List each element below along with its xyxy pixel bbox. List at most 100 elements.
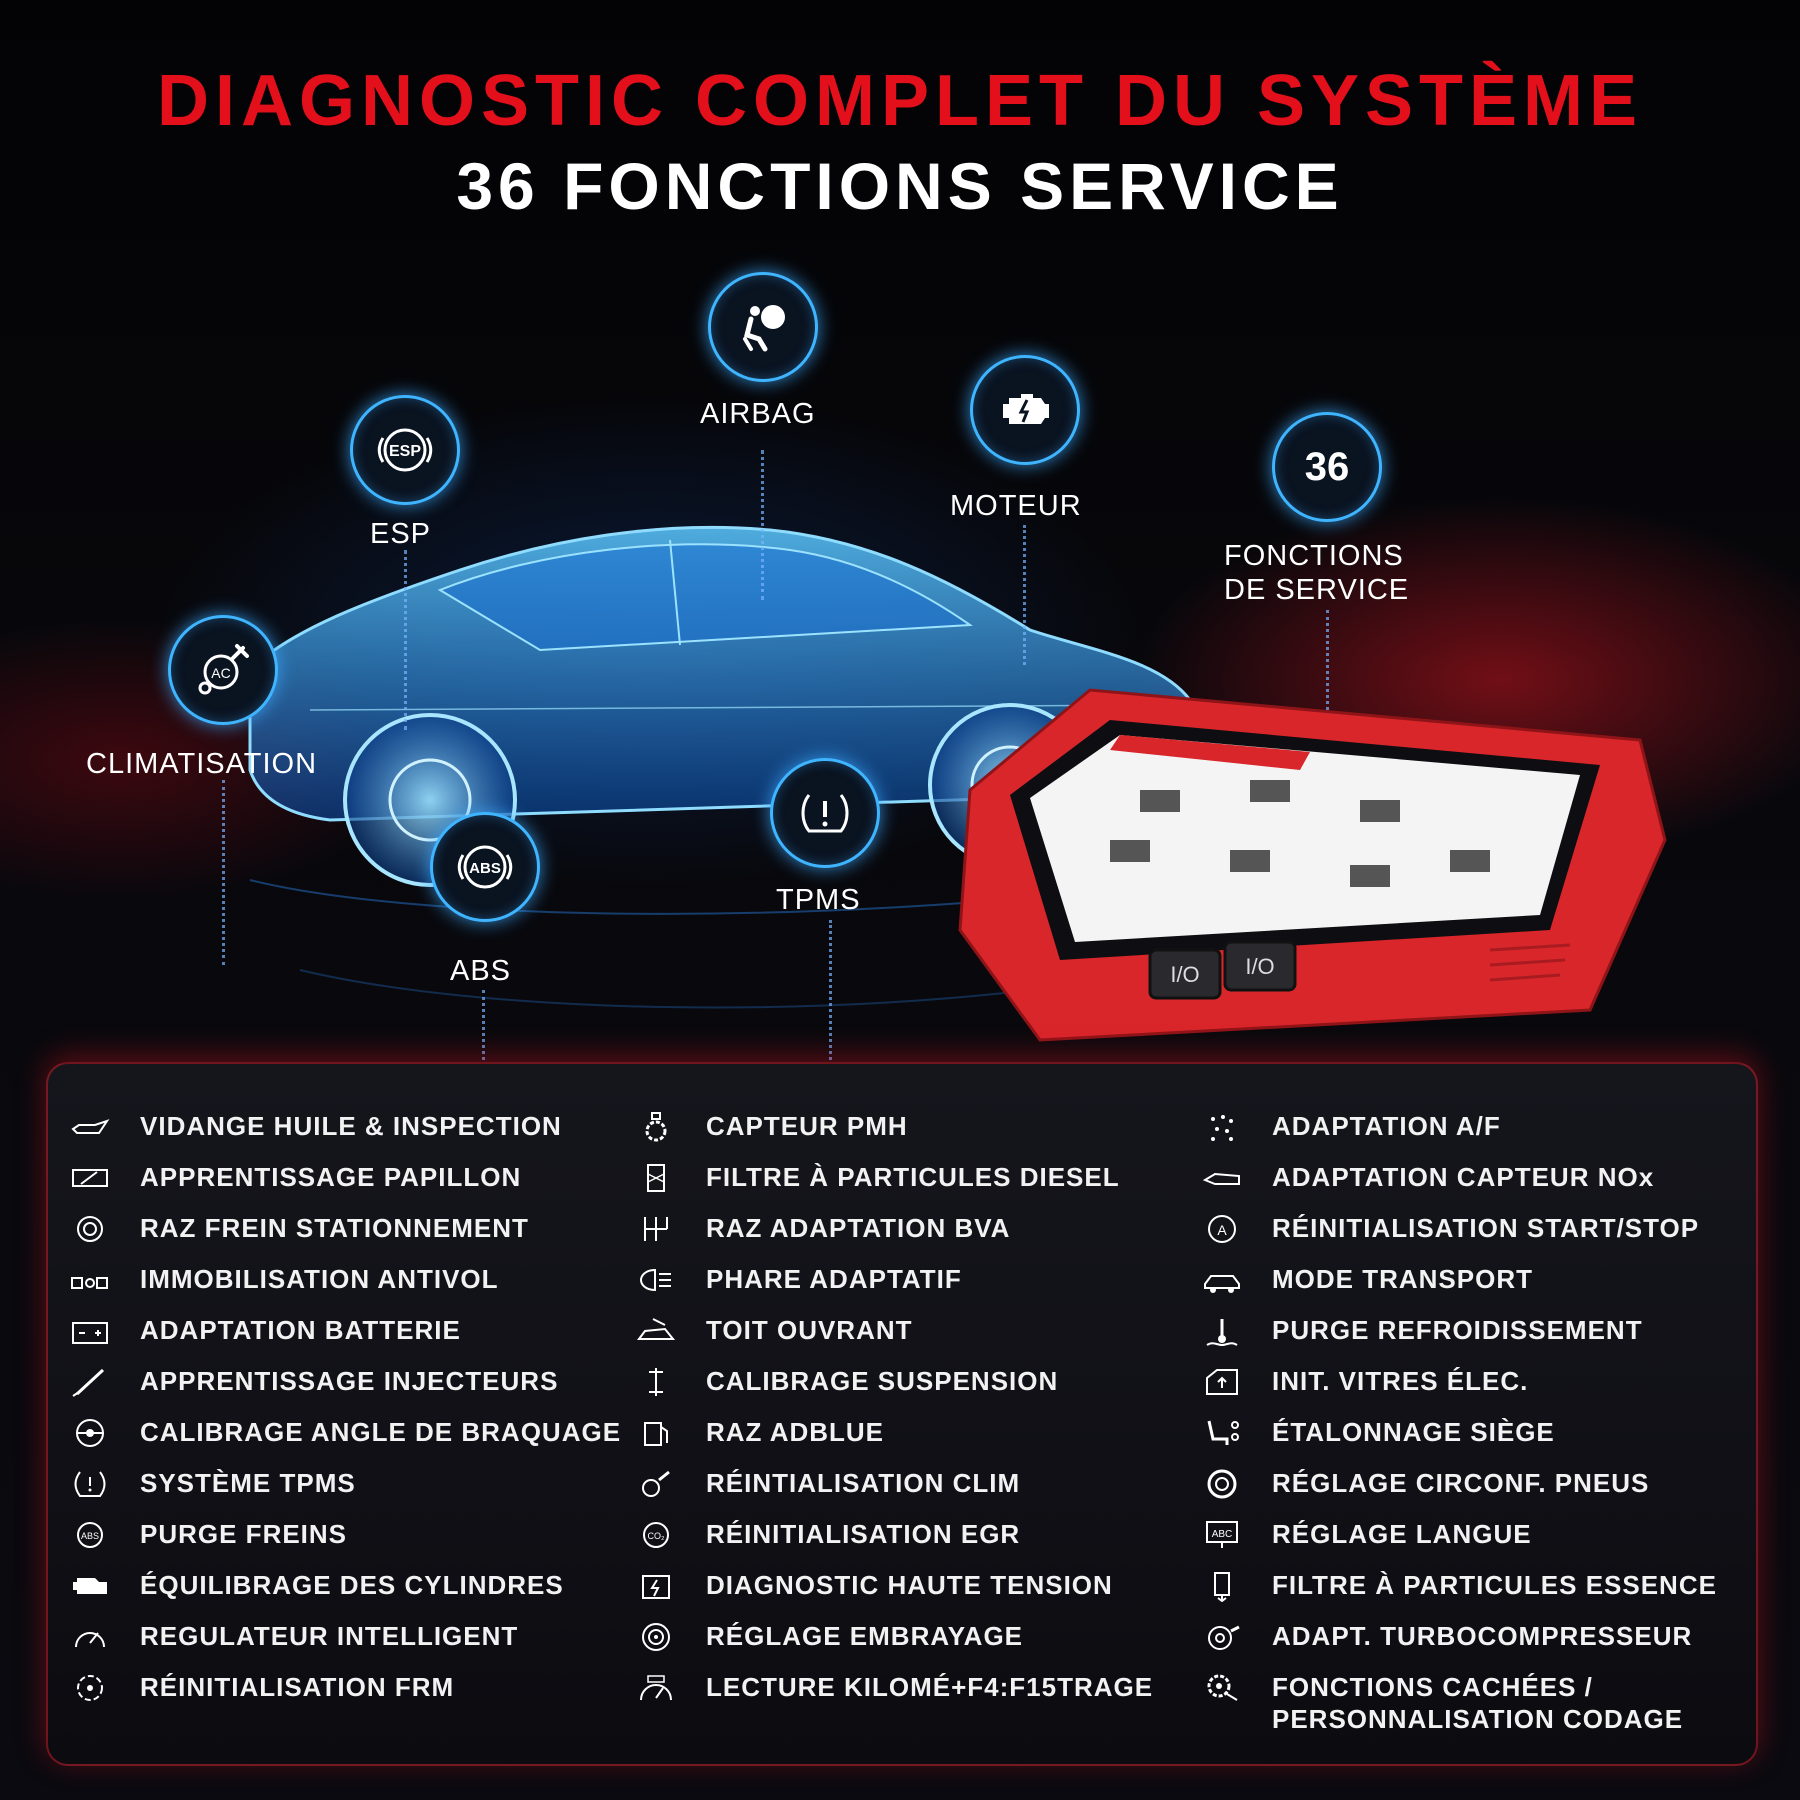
connector-line-airbag [761, 450, 764, 600]
svg-text:ABC: ABC [1212, 1529, 1233, 1540]
fonctions-label-line2: DE SERVICE [1224, 574, 1410, 606]
steering-wheel-icon [66, 1416, 114, 1450]
connector-line-esp [404, 550, 407, 730]
function-item: SYSTÈME TPMS [66, 1467, 621, 1518]
function-item: ÉTALONNAGE SIÈGE [1198, 1416, 1717, 1467]
egr-icon: CO₂ [632, 1518, 680, 1552]
gpf-icon [1198, 1569, 1246, 1603]
function-item: REGULATEUR INTELLIGENT [66, 1620, 621, 1671]
svg-text:I/O: I/O [1170, 962, 1199, 987]
fonctions-label-line1: FONCTIONS [1224, 540, 1404, 572]
function-item: RAZ ADBLUE [632, 1416, 1153, 1467]
gearbox-icon [632, 1212, 680, 1246]
climatisation-label: CLIMATISATION [86, 748, 318, 780]
function-label-line2: PERSONNALISATION CODAGE [1272, 1704, 1684, 1734]
transport-icon [1198, 1263, 1246, 1297]
svg-text:ABS: ABS [81, 1531, 99, 1541]
airbag-badge [708, 272, 818, 382]
abs-small-icon: ABS [66, 1518, 114, 1552]
function-item: APPRENTISSAGE PAPILLON [66, 1161, 621, 1212]
clutch-icon [632, 1620, 680, 1654]
tire-icon [1198, 1467, 1246, 1501]
injector-icon [66, 1365, 114, 1399]
function-item: RAZ ADAPTATION BVA [632, 1212, 1153, 1263]
function-item: RÉGLAGE CIRCONF. PNEUS [1198, 1467, 1717, 1518]
car-xray-illustration [248, 525, 1197, 1009]
svg-text:ESP: ESP [389, 443, 421, 460]
connector-line-abs [482, 990, 485, 1060]
esp-badge: ESP [350, 395, 460, 505]
parking-brake-icon [66, 1212, 114, 1246]
function-item: ADAPTATION BATTERIE [66, 1314, 621, 1365]
svg-text:I/O: I/O [1245, 954, 1274, 979]
page-subtitle: 36 FONCTIONS SERVICE [456, 149, 1344, 223]
turbo-icon [1198, 1620, 1246, 1654]
function-item: FILTRE À PARTICULES DIESEL [632, 1161, 1153, 1212]
function-item: FONCTIONS CACHÉES /PERSONNALISATION CODA… [1198, 1671, 1717, 1741]
function-item: ÉQUILIBRAGE DES CYLINDRES [66, 1569, 621, 1620]
abs-label: ABS [450, 955, 512, 987]
frm-reset-icon [66, 1671, 114, 1705]
cruise-control-icon [66, 1620, 114, 1654]
svg-text:AC: AC [211, 665, 230, 681]
seat-icon [1198, 1416, 1246, 1450]
function-item: RÉGLAGE EMBRAYAGE [632, 1620, 1153, 1671]
svg-text:ABS: ABS [469, 860, 501, 877]
function-item: ADAPTATION A/F [1198, 1110, 1717, 1161]
moteur-label: MOTEUR [950, 490, 1082, 522]
airbag-label: AIRBAG [700, 398, 816, 430]
tpms-icon [801, 794, 849, 833]
function-item: DIAGNOSTIC HAUTE TENSION [632, 1569, 1153, 1620]
connector-line-tpms [829, 920, 832, 1060]
function-item: PHARE ADAPTATIF [632, 1263, 1153, 1314]
language-icon: ABC [1198, 1518, 1246, 1552]
esp-label: ESP [370, 518, 432, 550]
engine-icon [1003, 394, 1049, 424]
high-voltage-icon [632, 1569, 680, 1603]
headlight-icon [632, 1263, 680, 1297]
diagnostic-tablet: I/O I/O [958, 688, 1667, 1042]
odometer-icon [632, 1671, 680, 1705]
function-item: APPRENTISSAGE INJECTEURS [66, 1365, 621, 1416]
battery-icon [66, 1314, 114, 1348]
connector-line-climatisation [222, 780, 225, 965]
adblue-icon [632, 1416, 680, 1450]
function-item: INIT. VITRES ÉLEC. [1198, 1365, 1717, 1416]
connector-line-fonctions [1326, 610, 1329, 710]
function-item: RÉINTIALISATION CLIM [632, 1467, 1153, 1518]
function-item: CALIBRAGE SUSPENSION [632, 1365, 1153, 1416]
airbag-icon [743, 305, 785, 352]
abs-icon: ABS [457, 845, 513, 889]
tpms-label: TPMS [776, 884, 861, 916]
function-label-line1: FONCTIONS CACHÉES / [1272, 1672, 1593, 1702]
fonctions-badge: 36 [1272, 412, 1382, 522]
function-item: RÉINITIALISATION FRM [66, 1671, 621, 1722]
function-item: LECTURE KILOMÉ+F4:F15TRAGE [632, 1671, 1153, 1722]
function-item: FILTRE À PARTICULES ESSENCE [1198, 1569, 1717, 1620]
function-item: CALIBRAGE ANGLE DE BRAQUAGE [66, 1416, 621, 1467]
abs-badge: ABS [430, 812, 540, 922]
start-stop-icon: A [1198, 1212, 1246, 1246]
svg-text:CO₂: CO₂ [648, 1531, 666, 1541]
page-title: DIAGNOSTIC COMPLET DU SYSTÈME [156, 61, 1644, 141]
functions-panel [46, 1062, 1758, 1766]
fonctions-count: 36 [1304, 444, 1350, 489]
functions-column-2: CAPTEUR PMH FILTRE À PARTICULES DIESEL R… [632, 1110, 1153, 1722]
function-item: CAPTEUR PMH [632, 1110, 1153, 1161]
dpf-icon [632, 1161, 680, 1195]
connector-line-moteur [1023, 525, 1026, 665]
gear-sensor-icon [632, 1110, 680, 1144]
sunroof-icon [632, 1314, 680, 1348]
function-item: PURGE REFROIDISSEMENT [1198, 1314, 1717, 1365]
coolant-icon [1198, 1314, 1246, 1348]
immobilizer-icon [66, 1263, 114, 1297]
oil-can-icon [66, 1110, 114, 1144]
ac-wrench-icon [632, 1467, 680, 1501]
esp-icon: ESP [377, 428, 433, 472]
function-item: ADAPT. TURBOCOMPRESSEUR [1198, 1620, 1717, 1671]
